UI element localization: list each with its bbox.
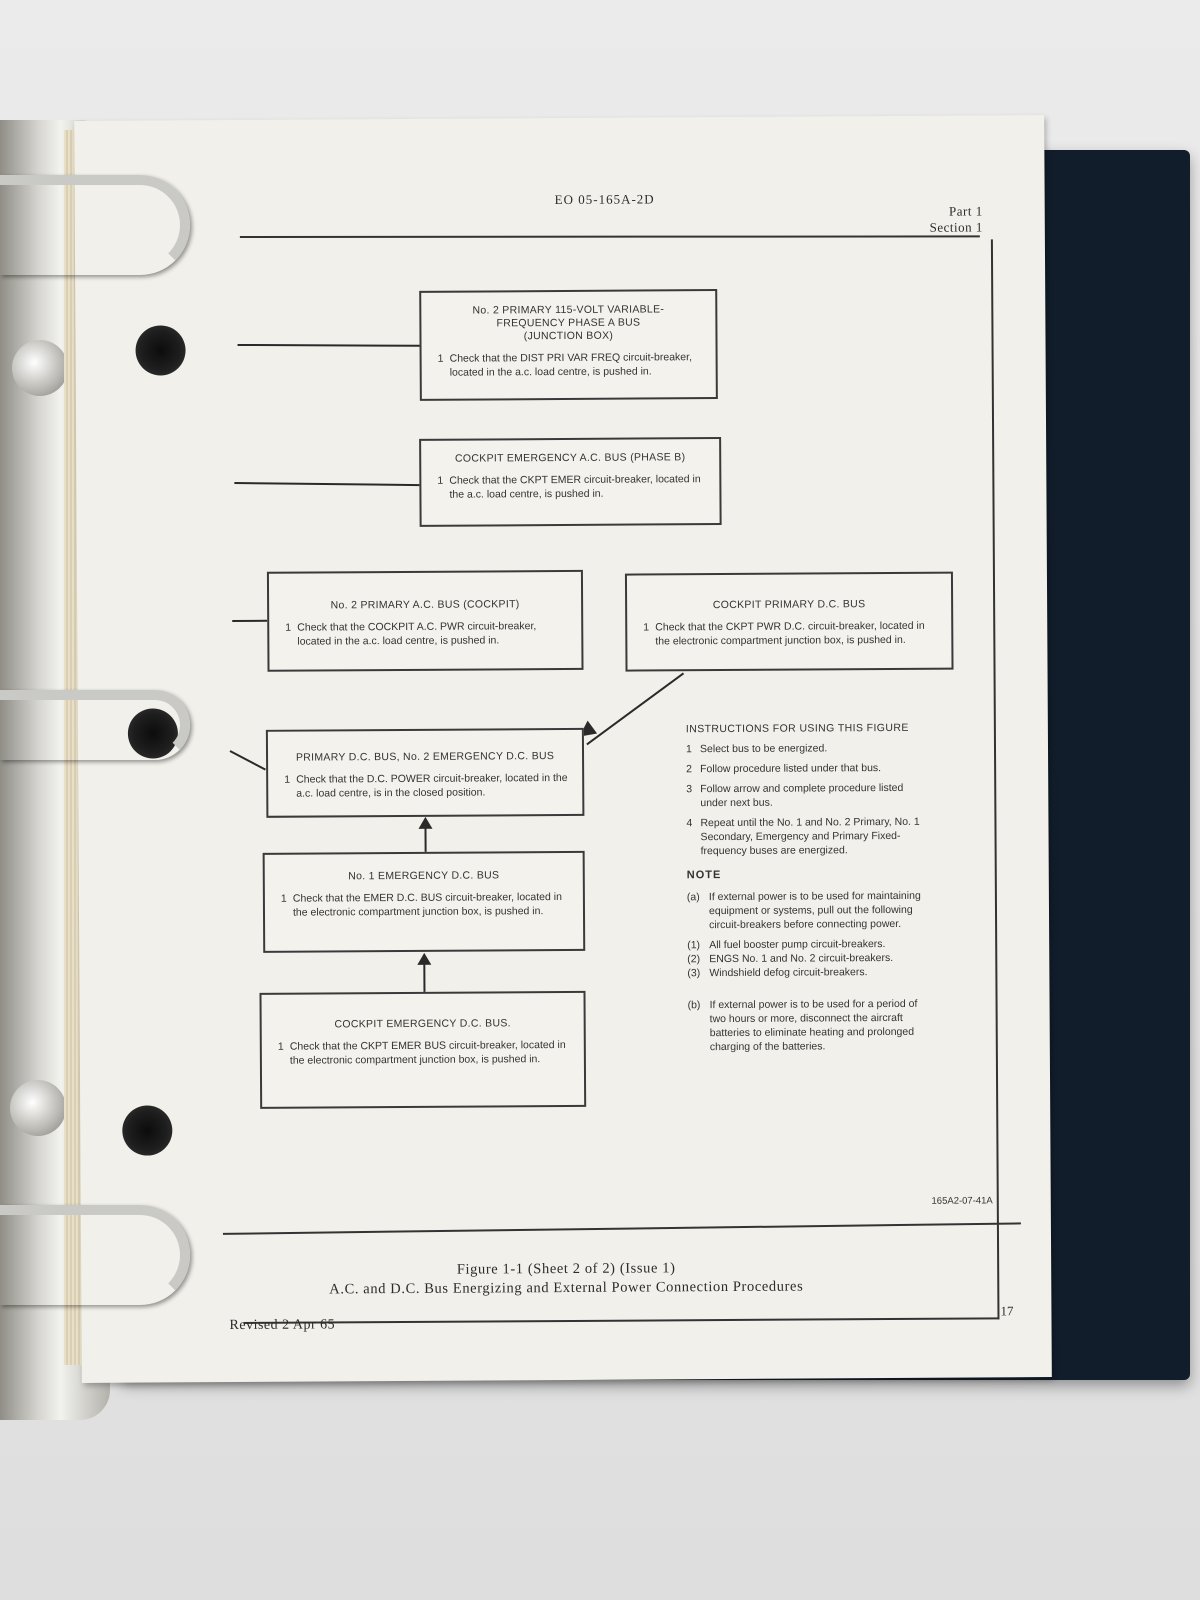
bus-title: No. 1 EMERGENCY D.C. BUS	[348, 869, 500, 883]
bus-step: 1 Check that the CKPT EMER BUS circuit-b…	[278, 1038, 570, 1068]
bus-box-no2-primary-ac-cockpit: No. 2 PRIMARY A.C. BUS (COCKPIT) 1 Check…	[266, 569, 584, 672]
note-text: If external power is to be used for a pe…	[709, 997, 918, 1054]
bus-title: PRIMARY D.C. BUS, No. 2 EMERGENCY D.C. B…	[295, 750, 555, 764]
step-text: Check that the CKPT EMER BUS circuit-bre…	[289, 1038, 566, 1067]
bus-title: No. 2 PRIMARY A.C. BUS (COCKPIT)	[330, 598, 520, 612]
document-page: EO 05-165A-2D Part 1 Section 1 No. 2 PRI…	[74, 115, 1052, 1383]
document-number: EO 05-165A-2D	[554, 191, 655, 208]
punch-hole	[135, 325, 186, 376]
bus-step: 1 Check that the EMER D.C. BUS circuit-b…	[281, 890, 569, 920]
binder-ring	[0, 690, 190, 760]
step-text: Check that the CKPT PWR D.C. circuit-bre…	[655, 619, 925, 648]
spacer	[687, 979, 927, 998]
instruction-number: 4	[686, 817, 693, 830]
instruction-text: Select bus to be energized.	[699, 742, 828, 756]
bus-box-no1-emergency-dc: No. 1 EMERGENCY D.C. BUS 1 Check that th…	[262, 850, 586, 953]
step-text: Check that the D.C. POWER circuit-breake…	[296, 771, 568, 800]
note-subitem-text: All fuel booster pump circuit-breakers.	[709, 938, 886, 952]
binder-ring	[0, 1205, 190, 1305]
step-number: 1	[643, 621, 650, 634]
flow-arrow-line	[423, 962, 426, 993]
step-number: 1	[277, 1040, 284, 1053]
punch-hole	[122, 1105, 173, 1156]
step-text: Check that the DIST PRI VAR FREQ circuit…	[449, 351, 693, 379]
part-label: Part 1	[948, 203, 983, 219]
step-number: 1	[285, 621, 292, 634]
step-text: Check that the EMER D.C. BUS circuit-bre…	[292, 891, 562, 919]
arrow-up-icon	[417, 952, 432, 965]
note-text: If external power is to be used for main…	[708, 889, 921, 932]
instruction-item: 4 Repeat until the No. 1 and No. 2 Prima…	[686, 815, 926, 858]
note-subitem-text: ENGS No. 1 and No. 2 circuit-breakers.	[709, 951, 894, 966]
note-item-a: (a) If external power is to be used for …	[687, 889, 927, 932]
note-subitem-text: Windshield defog circuit-breakers.	[709, 966, 868, 980]
bus-step: 1 Check that the COCKPIT A.C. PWR circui…	[285, 619, 567, 649]
bus-box-cockpit-primary-dc: COCKPIT PRIMARY D.C. BUS 1 Check that th…	[624, 571, 954, 672]
flow-arrow-line	[424, 826, 427, 853]
instruction-number: 3	[686, 783, 693, 796]
instructions-panel: INSTRUCTIONS FOR USING THIS FIGURE 1 Sel…	[686, 721, 928, 1060]
note-subitem-number: (3)	[687, 967, 701, 980]
step-number: 1	[437, 474, 444, 487]
note-subitem: (3) Windshield defog circuit-breakers.	[687, 965, 927, 980]
bus-box-no2-primary-115v-phase-a: No. 2 PRIMARY 115-VOLT VARIABLE- FREQUEN…	[419, 289, 718, 401]
instruction-text: Follow procedure listed under that bus.	[700, 762, 882, 776]
instruction-text: Follow arrow and complete procedure list…	[700, 781, 904, 810]
instruction-item: 2 Follow procedure listed under that bus…	[686, 761, 926, 776]
bus-title: No. 2 PRIMARY 115-VOLT VARIABLE- FREQUEN…	[472, 303, 665, 343]
figure-id: 165A2-07-41A	[931, 1195, 993, 1207]
connector-line	[232, 619, 268, 623]
instruction-text: Repeat until the No. 1 and No. 2 Primary…	[700, 815, 920, 858]
bus-step: 1 Check that the CKPT PWR D.C. circuit-b…	[643, 619, 937, 649]
bus-step: 1 Check that the CKPT EMER circuit-break…	[437, 472, 705, 502]
bus-title: COCKPIT EMERGENCY A.C. BUS (PHASE B)	[454, 451, 686, 465]
instruction-number: 2	[686, 763, 693, 776]
bus-title: COCKPIT PRIMARY D.C. BUS	[712, 598, 866, 612]
bus-box-cockpit-emergency-dc: COCKPIT EMERGENCY D.C. BUS. 1 Check that…	[259, 990, 587, 1109]
bus-step: 1 Check that the DIST PRI VAR FREQ circu…	[438, 350, 702, 380]
header-rule	[239, 235, 980, 239]
bus-title: COCKPIT EMERGENCY D.C. BUS.	[334, 1017, 511, 1031]
rivet-icon	[10, 1080, 66, 1136]
note-label: (b)	[687, 999, 701, 1012]
note-subitem-number: (1)	[687, 939, 701, 952]
page-number: 17	[1000, 1303, 1014, 1319]
bus-step: 1 Check that the D.C. POWER circuit-brea…	[284, 771, 568, 801]
note-item-b: (b) If external power is to be used for …	[688, 997, 928, 1054]
arrow-up-icon	[418, 816, 433, 829]
step-number: 1	[284, 773, 291, 786]
note-subitem-number: (2)	[687, 953, 701, 966]
note-subitem: (1) All fuel booster pump circuit-breake…	[687, 937, 927, 952]
instructions-heading: INSTRUCTIONS FOR USING THIS FIGURE	[685, 721, 909, 736]
instruction-item: 1 Select bus to be energized.	[686, 741, 926, 756]
binder-ring	[0, 175, 190, 275]
rivet-icon	[12, 340, 68, 396]
instruction-number: 1	[685, 743, 692, 756]
bus-box-cockpit-emergency-ac: COCKPIT EMERGENCY A.C. BUS (PHASE B) 1 C…	[419, 437, 722, 527]
section-label: Section 1	[929, 219, 983, 235]
instruction-item: 3 Follow arrow and complete procedure li…	[686, 781, 926, 810]
note-heading: NOTE	[686, 869, 722, 882]
bus-box-primary-dc-no2-emergency-dc: PRIMARY D.C. BUS, No. 2 EMERGENCY D.C. B…	[265, 727, 585, 818]
part-section-label: Part 1 Section 1	[929, 203, 983, 235]
step-text: Check that the COCKPIT A.C. PWR circuit-…	[297, 620, 537, 648]
note-label: (a)	[686, 891, 700, 904]
step-text: Check that the CKPT EMER circuit-breaker…	[449, 473, 701, 501]
revision-date: Revised 2 Apr 65	[229, 1317, 336, 1334]
step-number: 1	[280, 892, 287, 905]
step-number: 1	[437, 352, 444, 365]
note-subitem: (2) ENGS No. 1 and No. 2 circuit-breaker…	[687, 951, 927, 966]
